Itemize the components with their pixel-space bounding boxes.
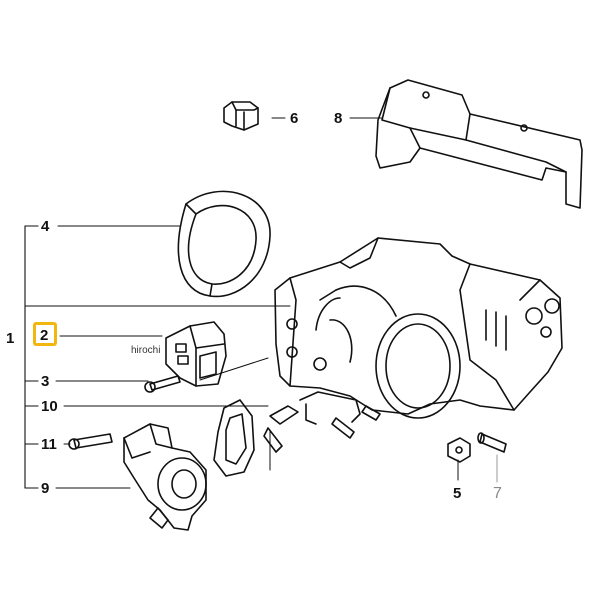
- part-5-nut: [447, 437, 471, 463]
- callout-2[interactable]: 2: [40, 327, 49, 344]
- callout-3[interactable]: 3: [41, 373, 50, 390]
- part-2-sensor: [165, 321, 227, 387]
- callout-10[interactable]: 10: [41, 398, 58, 415]
- group-bracket: [24, 225, 39, 489]
- callout-4[interactable]: 4: [41, 218, 50, 235]
- part-10-gasket: [213, 399, 255, 477]
- fittings: [263, 405, 381, 453]
- part-7-pin: [477, 432, 507, 453]
- throttle-body: [274, 237, 563, 425]
- part-9-sensor: [123, 423, 207, 531]
- highlight-box: [33, 322, 57, 346]
- callout-6[interactable]: 6: [290, 110, 299, 127]
- part-6-clip: [223, 101, 259, 131]
- leader-lines: [37, 117, 498, 489]
- callout-8[interactable]: 8: [334, 110, 343, 127]
- part-8-cover: [375, 79, 583, 209]
- part-3-screw: [144, 375, 181, 393]
- callout-9[interactable]: 9: [41, 480, 50, 497]
- callout-1[interactable]: 1: [6, 330, 15, 347]
- callout-7[interactable]: 7: [493, 485, 502, 502]
- callout-5[interactable]: 5: [453, 485, 462, 502]
- callout-11[interactable]: 11: [41, 436, 57, 453]
- part-11-screw: [68, 433, 113, 450]
- watermark: hirochi: [131, 345, 161, 356]
- part-4-ring: [177, 190, 271, 298]
